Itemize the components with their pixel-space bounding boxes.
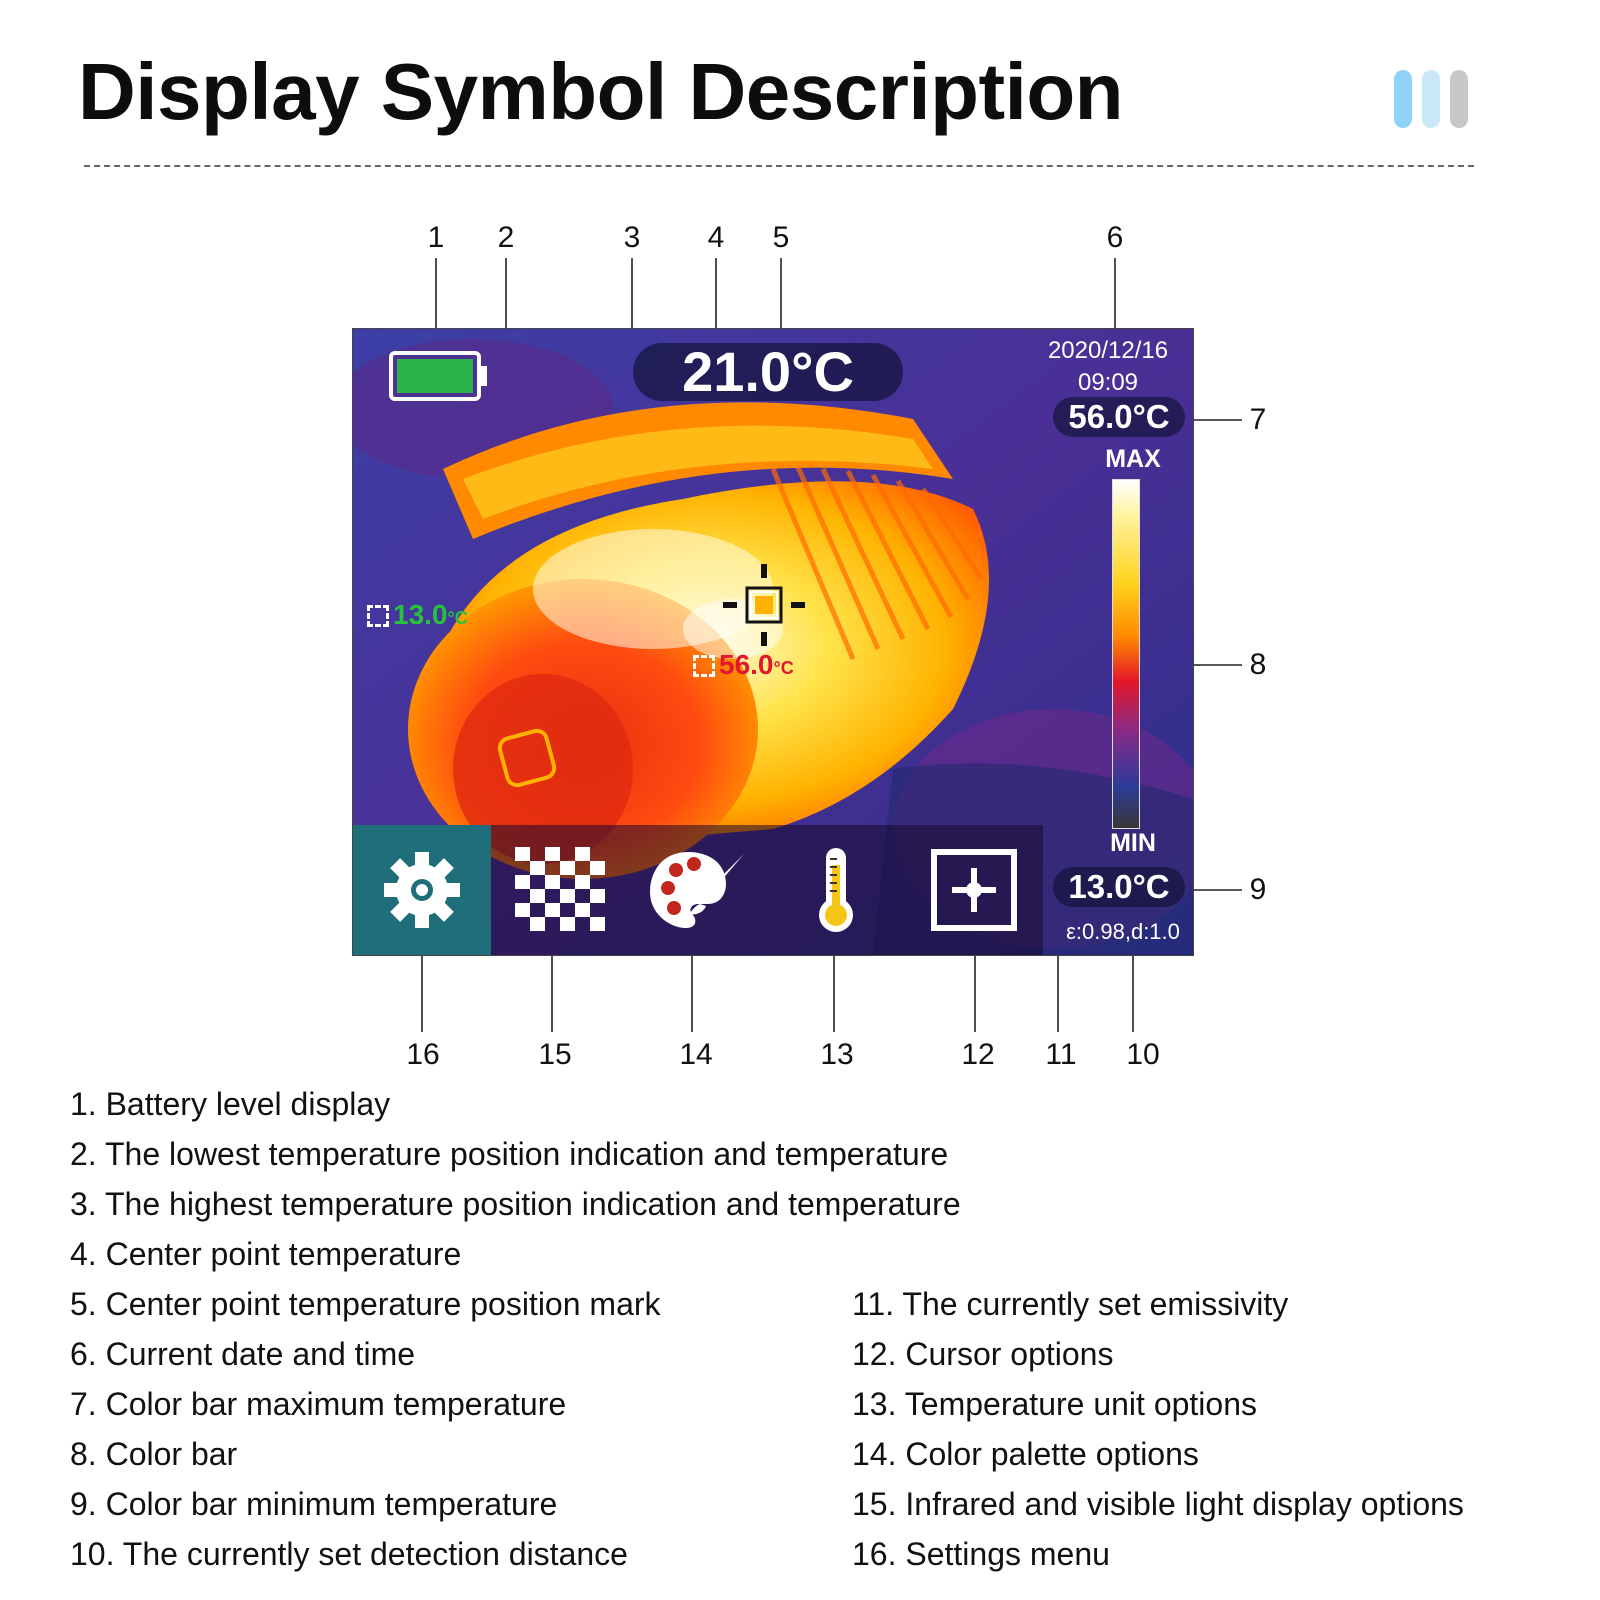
legend-item-9: 9. Color bar minimum temperature (70, 1486, 558, 1522)
callout-9: 9 (1249, 873, 1267, 906)
legend-item-2: 2. The lowest temperature position indic… (70, 1136, 949, 1172)
infrared-visible-toggle-button[interactable] (491, 825, 629, 955)
legend-item-12: 12. Cursor options (852, 1336, 1114, 1372)
legend-item-11: 11. The currently set emissivity (852, 1286, 1289, 1322)
low-point-bracket-icon (367, 605, 389, 627)
gear-icon (384, 852, 460, 928)
callout-16: 16 (406, 1038, 440, 1071)
legend-item-6: 6. Current date and time (70, 1336, 416, 1372)
battery-icon (389, 351, 487, 401)
accent-pill-1 (1394, 70, 1412, 128)
callout-3: 3 (623, 221, 641, 254)
color-bar-min-temperature: 13.0°C (1053, 867, 1185, 907)
high-temp-value: 56.0 (719, 649, 774, 680)
callout-7: 7 (1249, 403, 1267, 436)
center-crosshair-icon (723, 564, 805, 646)
legend-item-4: 4. Center point temperature (70, 1236, 462, 1272)
callout-15: 15 (538, 1038, 572, 1071)
highest-temperature-marker: 56.0°C (693, 649, 794, 681)
legend-item-10: 10. The currently set detection distance (70, 1536, 628, 1572)
low-temp-value: 13.0 (393, 599, 448, 630)
legend-item-13: 13. Temperature unit options (852, 1386, 1257, 1422)
legend-item-5: 5. Center point temperature position mar… (70, 1286, 661, 1322)
legend-item-3: 3. The highest temperature position indi… (70, 1186, 961, 1222)
emissivity-distance: ε:0.98,d:1.0 (1066, 919, 1180, 944)
callout-4: 4 (707, 221, 725, 254)
title-divider (84, 165, 1474, 167)
settings-menu-button[interactable] (353, 825, 491, 955)
callout-8: 8 (1249, 648, 1267, 681)
callout-12: 12 (961, 1038, 995, 1071)
legend-item-15: 15. Infrared and visible light display o… (852, 1486, 1464, 1522)
legend-item-7: 7. Color bar maximum temperature (70, 1386, 567, 1422)
legend-item-16: 16. Settings menu (852, 1536, 1110, 1572)
accent-pill-2 (1422, 70, 1440, 128)
thermal-camera-screen: 21.0°C 2020/12/16 09:09 56.0°C MAX MIN 1… (352, 328, 1194, 956)
callout-6: 6 (1106, 221, 1124, 254)
legend-item-14: 14. Color palette options (852, 1436, 1199, 1472)
date-time: 2020/12/16 09:09 (1033, 335, 1183, 399)
low-temp-unit: °C (447, 608, 468, 628)
cursor-icon (931, 849, 1017, 931)
callout-10: 10 (1126, 1038, 1160, 1071)
color-bar (1112, 479, 1140, 829)
callout-13: 13 (820, 1038, 854, 1071)
accent-pill-3 (1450, 70, 1468, 128)
high-temp-unit: °C (773, 658, 794, 678)
callout-5: 5 (772, 221, 790, 254)
temperature-unit-button[interactable] (767, 825, 905, 955)
callout-1: 1 (427, 221, 445, 254)
legend-item-8: 8. Color bar (70, 1436, 238, 1472)
lowest-temperature-marker: 13.0°C (367, 599, 468, 631)
center-point-temperature: 21.0°C (633, 343, 903, 401)
color-palette-button[interactable] (629, 825, 767, 955)
bottom-toolbar (353, 825, 1043, 955)
color-bar-max-temperature: 56.0°C (1053, 397, 1185, 437)
max-label: MAX (1105, 445, 1161, 473)
palette-icon (650, 852, 744, 928)
current-date: 2020/12/16 (1047, 337, 1169, 364)
high-point-bracket-icon (693, 655, 715, 677)
callout-14: 14 (679, 1038, 713, 1071)
legend-item-1: 1. Battery level display (70, 1086, 391, 1122)
callout-2: 2 (497, 221, 515, 254)
min-label: MIN (1110, 829, 1156, 857)
cursor-options-button[interactable] (905, 825, 1043, 955)
current-time: 09:09 (1077, 369, 1139, 396)
checkerboard-icon (515, 847, 605, 931)
thermometer-icon (819, 848, 853, 932)
page-title: Display Symbol Description (78, 47, 1124, 136)
callout-11: 11 (1045, 1038, 1077, 1071)
